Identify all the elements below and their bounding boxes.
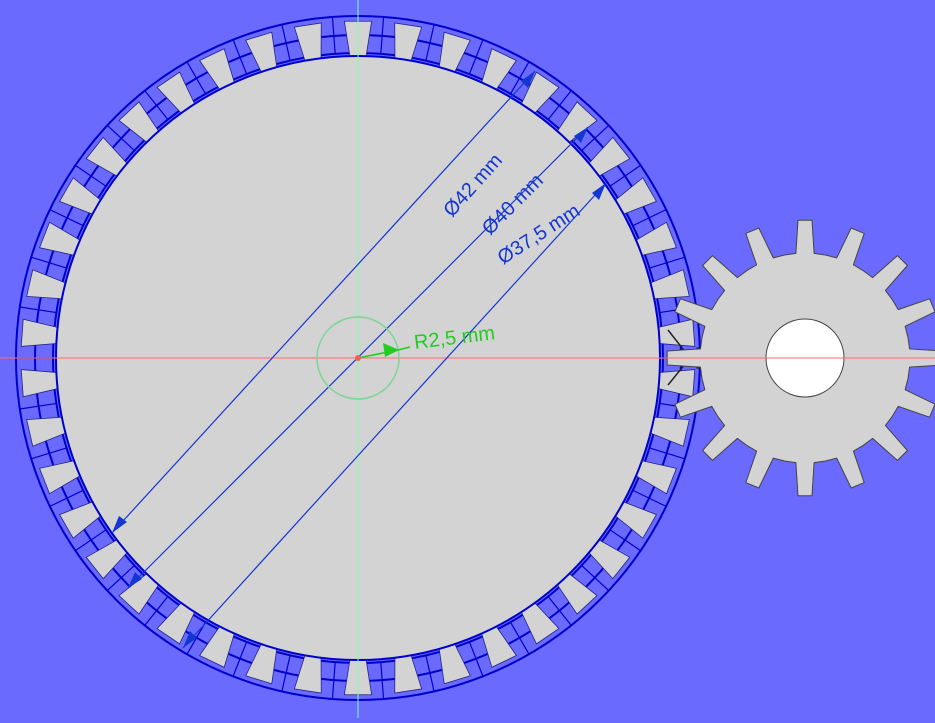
tooth-divider [19, 402, 57, 410]
tooth-divider [281, 655, 291, 692]
diameter-42-line[interactable] [111, 70, 536, 534]
tooth-divider [106, 565, 135, 592]
tooth-divider [509, 621, 530, 655]
tooth-divider [144, 596, 169, 626]
tooth-divider [547, 90, 572, 120]
tooth-divider [609, 529, 641, 552]
arrowhead-icon [183, 631, 197, 648]
diameter-37-5-line[interactable] [182, 182, 607, 649]
tooth-divider [331, 16, 336, 54]
arrowhead-icon [112, 516, 127, 533]
tooth-divider [144, 90, 169, 120]
tooth-divider [380, 662, 385, 700]
arrowhead-icon [592, 183, 606, 200]
tooth-divider [380, 16, 385, 54]
tooth-divider [468, 39, 484, 75]
tooth-divider [106, 124, 135, 151]
tooth-divider [186, 61, 207, 95]
tooth-divider [547, 596, 572, 626]
tooth-divider [581, 124, 610, 151]
tooth-divider [232, 641, 248, 677]
tooth-divider [331, 662, 336, 700]
tooth-divider [609, 164, 641, 187]
tooth-divider [232, 39, 248, 75]
origin-point[interactable] [355, 355, 361, 361]
tooth-divider [649, 447, 685, 460]
tooth-divider [581, 565, 610, 592]
arrowhead-icon [574, 127, 588, 143]
radius-leader [397, 346, 411, 351]
tooth-divider [31, 256, 67, 269]
tooth-divider [632, 209, 667, 227]
arrowhead-icon [383, 343, 399, 357]
tooth-divider [425, 655, 435, 692]
tooth-divider [75, 164, 107, 187]
arrowhead-icon [128, 572, 142, 588]
tooth-divider [49, 489, 84, 507]
tooth-divider [31, 447, 67, 460]
arrowhead-icon [521, 71, 535, 88]
tooth-divider [281, 24, 291, 61]
tooth-divider [468, 641, 484, 677]
tooth-divider [49, 209, 84, 227]
tooth-divider [509, 61, 530, 95]
tooth-divider [19, 306, 57, 314]
center-bore-circle[interactable] [316, 316, 400, 400]
tooth-divider [75, 529, 107, 552]
tooth-divider [649, 256, 685, 269]
tooth-divider [425, 24, 435, 61]
tooth-divider [632, 489, 667, 507]
